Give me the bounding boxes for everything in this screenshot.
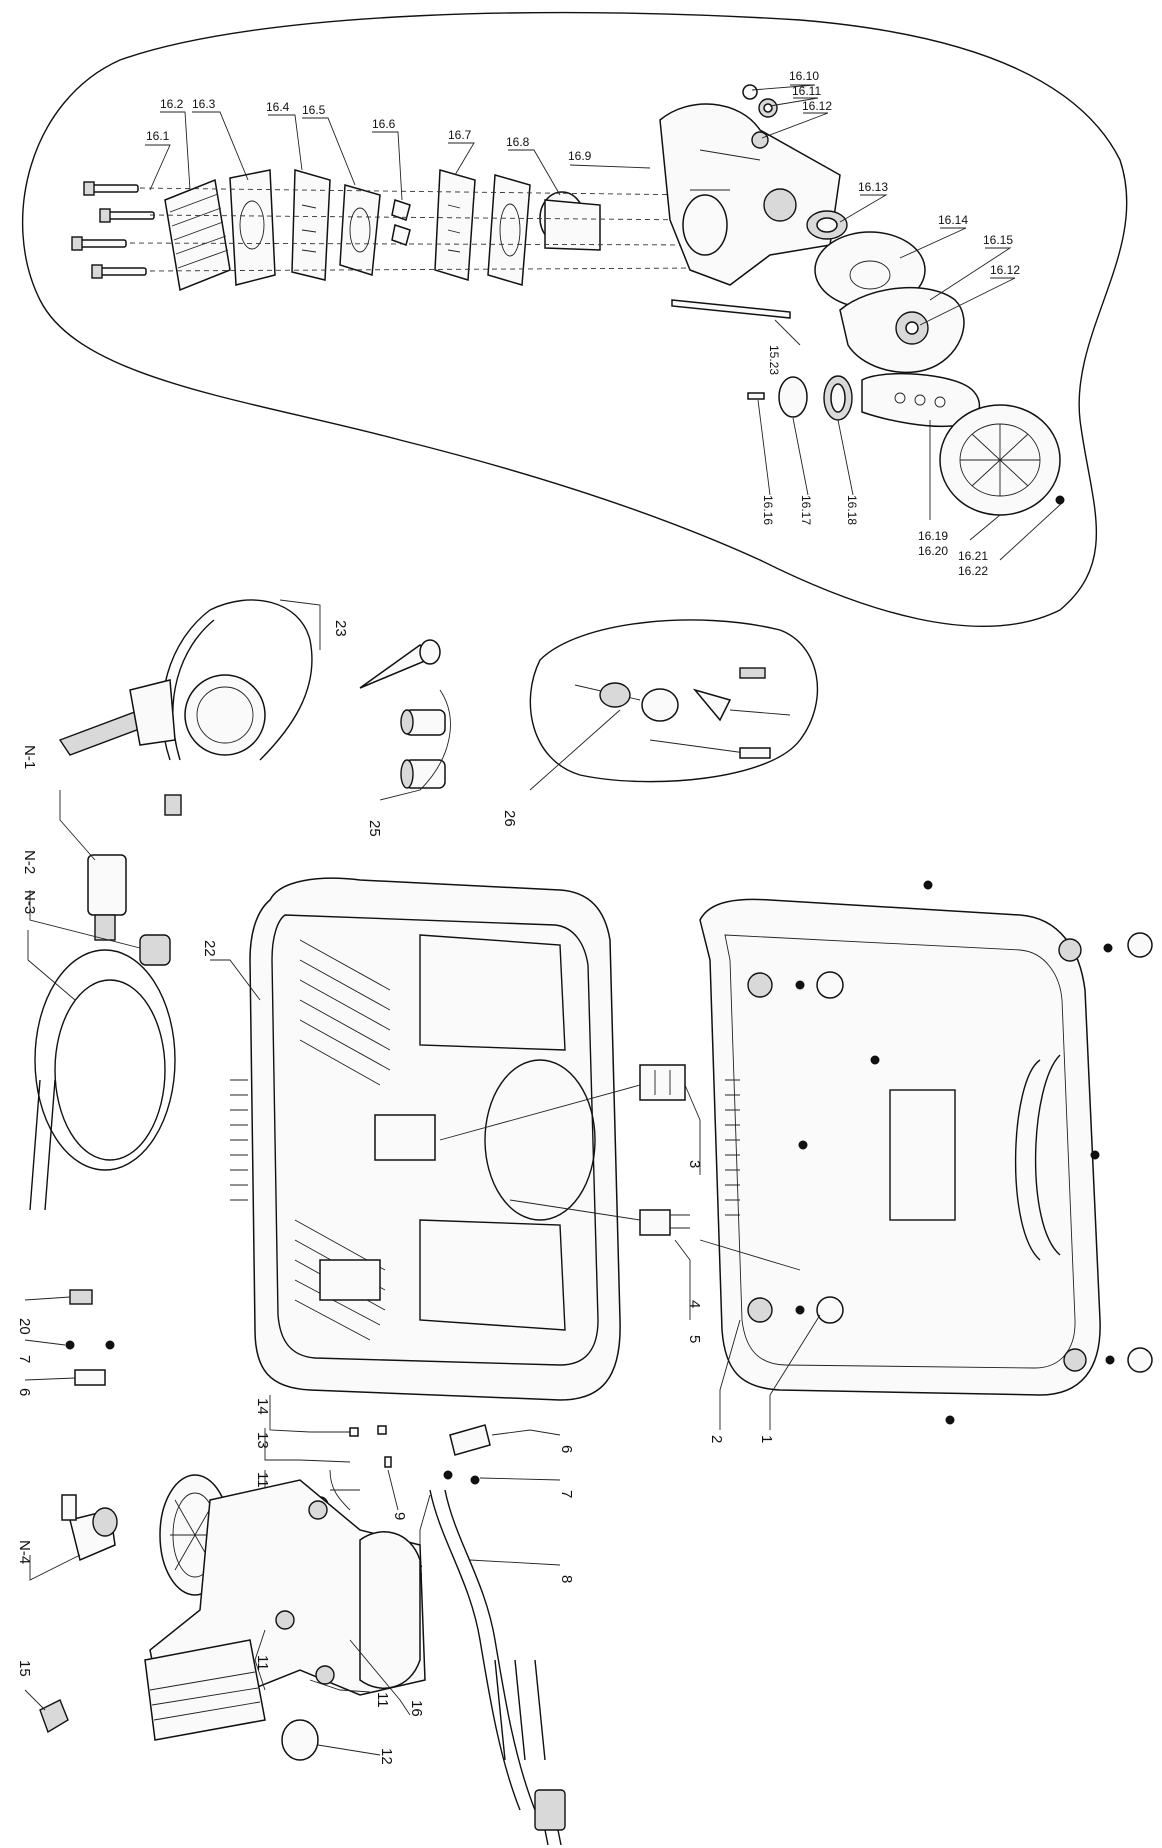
cylinder-head-16-2: [164, 178, 231, 292]
label-16-11: 16.11: [792, 84, 821, 98]
label-2: 2: [708, 1435, 725, 1443]
label-7-center: 7: [558, 1490, 575, 1498]
label-16-6: 16.6: [372, 117, 396, 131]
label-16-22: 16.22: [958, 564, 988, 578]
label-15-23: 15.23: [767, 345, 781, 375]
label-16-9: 16.9: [568, 149, 592, 163]
housing-rear-5: [699, 880, 1153, 1430]
small-parts-20-7-6: [24, 1289, 115, 1386]
label-16-15: 16.15: [983, 233, 1013, 247]
label-16-18: 16.18: [845, 495, 859, 525]
counterweight-16-15: [839, 286, 965, 374]
label-16-2: 16.2: [160, 97, 184, 111]
label-16-16: 16.16: [761, 495, 775, 525]
label-20: 20: [16, 1318, 33, 1335]
connector-4: [509, 1199, 691, 1320]
label-6-left: 6: [16, 1388, 33, 1396]
pump-head-group-outline: [21, 11, 1128, 627]
label-16-17: 16.17: [799, 495, 813, 525]
power-cord-8: [419, 1424, 566, 1846]
label-16: 16: [408, 1700, 425, 1717]
label-n4: N-4: [16, 1540, 33, 1564]
label-16-19: 16.19: [918, 529, 948, 543]
label-16-7: 16.7: [448, 128, 472, 142]
cap-n2: [29, 890, 171, 966]
label-3: 3: [686, 1160, 703, 1168]
label-16-1: 16.1: [146, 129, 170, 143]
label-26: 26: [501, 810, 518, 827]
label-16-13: 16.13: [858, 180, 888, 194]
label-16-21: 16.21: [958, 549, 988, 563]
piston-parts-16-16-16-20: [747, 372, 981, 428]
bearings-16-10-16-13: [742, 84, 848, 240]
label-4: 4: [686, 1300, 703, 1308]
label-11-top: 11: [254, 1472, 271, 1488]
elbow-n4: [29, 1494, 118, 1581]
label-16-12-top: 16.12: [802, 99, 832, 113]
coupler-n1: [59, 790, 127, 941]
label-16-4: 16.4: [266, 100, 290, 114]
valve-plates: [229, 169, 601, 286]
label-9: 9: [391, 1512, 408, 1520]
label-16-14: 16.14: [938, 213, 968, 227]
label-16-8: 16.8: [506, 135, 530, 149]
label-16-20: 16.20: [918, 544, 948, 558]
cable-tie-15-23: [671, 299, 791, 319]
label-15: 15: [16, 1660, 33, 1677]
label-16-3: 16.3: [192, 97, 216, 111]
label-6-center: 6: [558, 1445, 575, 1453]
label-11-mid: 11: [254, 1655, 271, 1671]
leader-lines-top: [145, 84, 1063, 561]
fan-16-21: [939, 404, 1065, 516]
label-1: 1: [758, 1435, 775, 1443]
pump-motor-assembly-16: [144, 1469, 426, 1761]
label-11-lower: 11: [374, 1692, 391, 1708]
bolts-16-1: [71, 181, 155, 279]
label-16-5: 16.5: [302, 103, 326, 117]
label-12: 12: [378, 1748, 395, 1765]
tire-inflator-23: [58, 599, 321, 816]
fitting-15: [24, 1689, 69, 1734]
label-13: 13: [254, 1432, 271, 1449]
label-n3: N-3: [21, 890, 38, 914]
alignment-lines: [129, 187, 701, 272]
label-5: 5: [686, 1335, 703, 1343]
hose-n3: [27, 930, 176, 1211]
label-16-10: 16.10: [789, 69, 819, 83]
nozzles-25: [359, 639, 451, 801]
label-23: 23: [332, 620, 349, 637]
switch-3: [439, 1064, 701, 1175]
label-n2: N-2: [21, 850, 38, 874]
crankcase-16-9: [659, 103, 841, 286]
label-14: 14: [254, 1398, 271, 1415]
label-16-12-bottom: 16.12: [990, 263, 1020, 277]
label-7-left: 7: [16, 1355, 33, 1363]
label-n1: N-1: [21, 745, 38, 769]
accessory-kit-26: [529, 619, 819, 791]
housing-front-22: [210, 877, 621, 1401]
label-22: 22: [201, 940, 218, 957]
label-25: 25: [366, 820, 383, 837]
label-8: 8: [558, 1575, 575, 1583]
